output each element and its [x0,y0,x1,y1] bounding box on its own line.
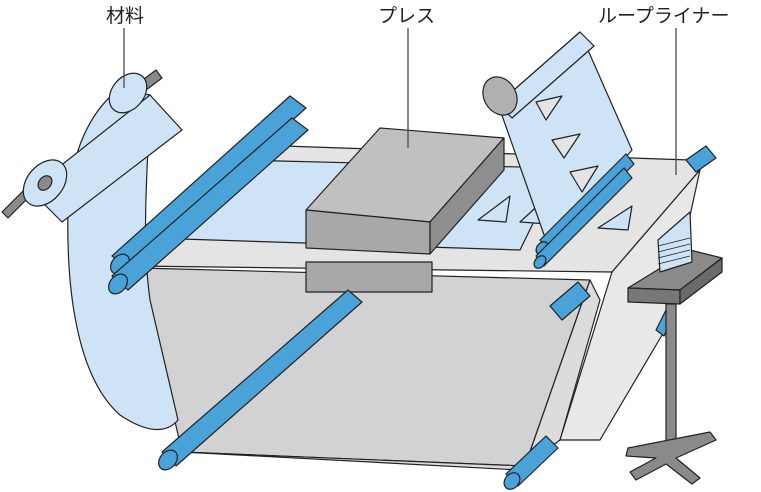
blue-rollers [108,95,717,490]
material-roll [1,69,183,223]
punched-hole-2 [551,133,581,159]
stand-post [665,303,677,459]
punched-hole-3 [569,165,599,193]
press-side-face [429,137,505,255]
stacked-parts [657,211,693,273]
lower-mid-roller [549,281,591,321]
stand-base [625,431,717,485]
cut-triangle-1 [477,195,511,223]
press-lower-block [305,261,433,293]
parts-stand [625,211,723,485]
punched-hole-1 [535,95,563,121]
cut-triangle-3 [597,205,633,231]
press [305,127,505,293]
loop-liner-label: ループライナー [598,5,729,27]
punched-material-strip [482,31,633,247]
press-label: プレス [378,5,435,27]
liner-right-roller [685,145,717,173]
strip-roll-end [482,76,518,116]
material-label: 材料 [106,5,144,27]
